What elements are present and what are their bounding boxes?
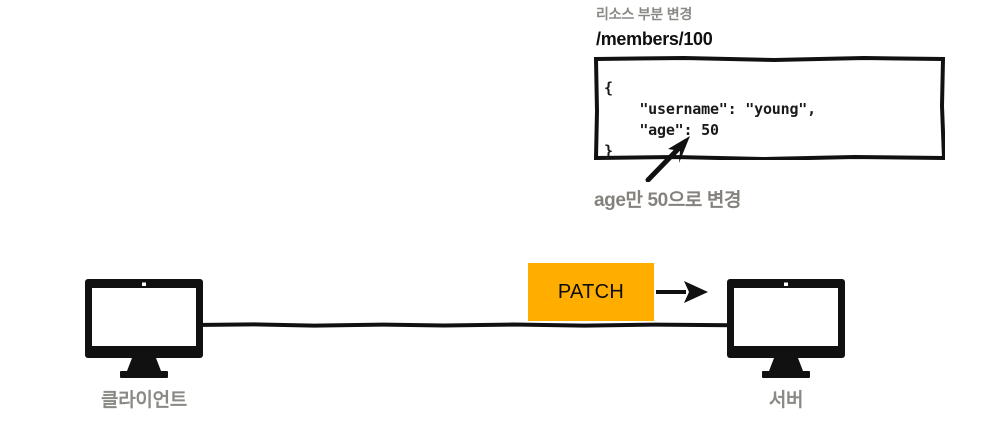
resource-path: /members/100 [596, 29, 713, 49]
http-method-box: PATCH [528, 263, 654, 321]
arrow-up-left-icon [645, 136, 690, 182]
arrow-right-icon [656, 281, 708, 303]
client-label: 클라이언트 [101, 390, 187, 411]
resource-change-note: 리소스 부분 변경 [596, 6, 693, 22]
connection-line [194, 322, 732, 328]
json-payload-box: { "username": "young", "age": 50 } [594, 56, 945, 160]
monitor-icon [727, 279, 845, 378]
http-method-label: PATCH [557, 280, 625, 303]
json-code-text: { "username": "young", "age": 50 } [604, 79, 816, 160]
monitor-icon [85, 279, 203, 378]
server-label: 서버 [768, 390, 804, 411]
change-annotation-label: age만 50으로 변경 [594, 190, 742, 211]
